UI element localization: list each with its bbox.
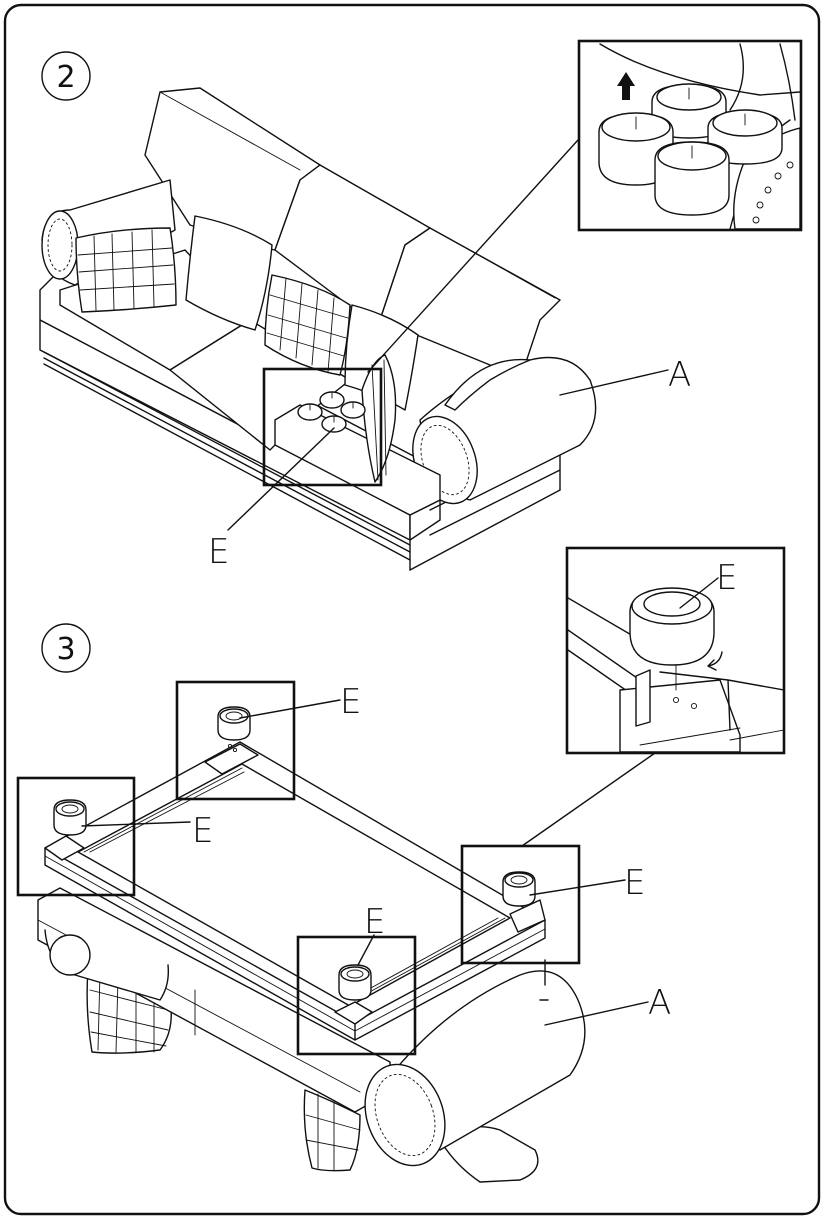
label-e-top: E — [340, 682, 361, 722]
label-e-left: E — [192, 811, 213, 851]
arrow-up-icon — [617, 72, 635, 100]
label-e-leader-left — [81, 821, 191, 827]
label-e-detail: E — [716, 558, 737, 598]
sofa-illustration — [39, 87, 597, 571]
label-e-leader-step2 — [227, 427, 335, 531]
focus-box-front — [296, 935, 417, 1056]
rotate-arrow-icon — [707, 651, 723, 671]
foot-left — [53, 799, 87, 836]
page-border — [3, 3, 821, 1216]
step-3-marker: 3 — [41, 623, 91, 673]
label-e-leader-detail — [679, 577, 719, 609]
step-2-leader-line — [367, 139, 579, 373]
feet-cluster — [297, 391, 366, 433]
label-a-step3: A — [648, 983, 671, 1023]
foot-right — [502, 871, 536, 907]
step-2-focus-box — [262, 367, 383, 487]
step-2-marker: 2 — [41, 51, 91, 101]
step-2-number: 2 — [56, 60, 75, 95]
step-2-detail-inset — [577, 39, 803, 232]
step-3-number: 3 — [56, 632, 75, 667]
focus-box-left — [16, 776, 136, 897]
focus-box-right — [460, 844, 581, 965]
focus-box-top — [175, 680, 296, 801]
step-3-detail-inset — [565, 546, 786, 755]
label-e-step2: E — [208, 532, 229, 572]
label-e-leader-right — [529, 879, 626, 896]
label-e-leader-top — [239, 699, 341, 719]
foot-top — [217, 706, 251, 753]
label-e-right: E — [624, 863, 645, 903]
label-e-leader-front — [357, 934, 375, 966]
label-a-step2: A — [668, 355, 691, 395]
label-a-leader-step2 — [559, 369, 669, 396]
label-a-leader-step3 — [544, 1001, 649, 1026]
step-3-leader-line — [521, 752, 656, 847]
overturned-sofa-illustration — [37, 741, 586, 1183]
label-e-front: E — [364, 902, 385, 942]
foot-front — [338, 964, 372, 1001]
